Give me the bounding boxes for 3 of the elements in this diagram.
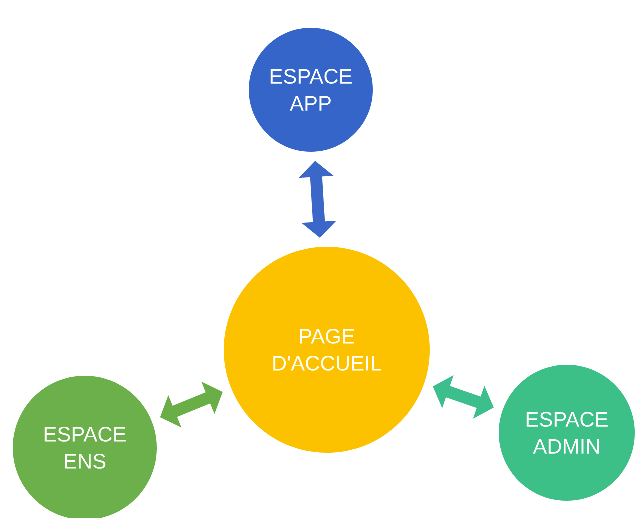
circle-node: ESPACE APP xyxy=(249,28,373,152)
circle-node: ESPACE ADMIN xyxy=(499,364,635,501)
circle-node: PAGE D'ACCUEIL xyxy=(224,247,430,453)
